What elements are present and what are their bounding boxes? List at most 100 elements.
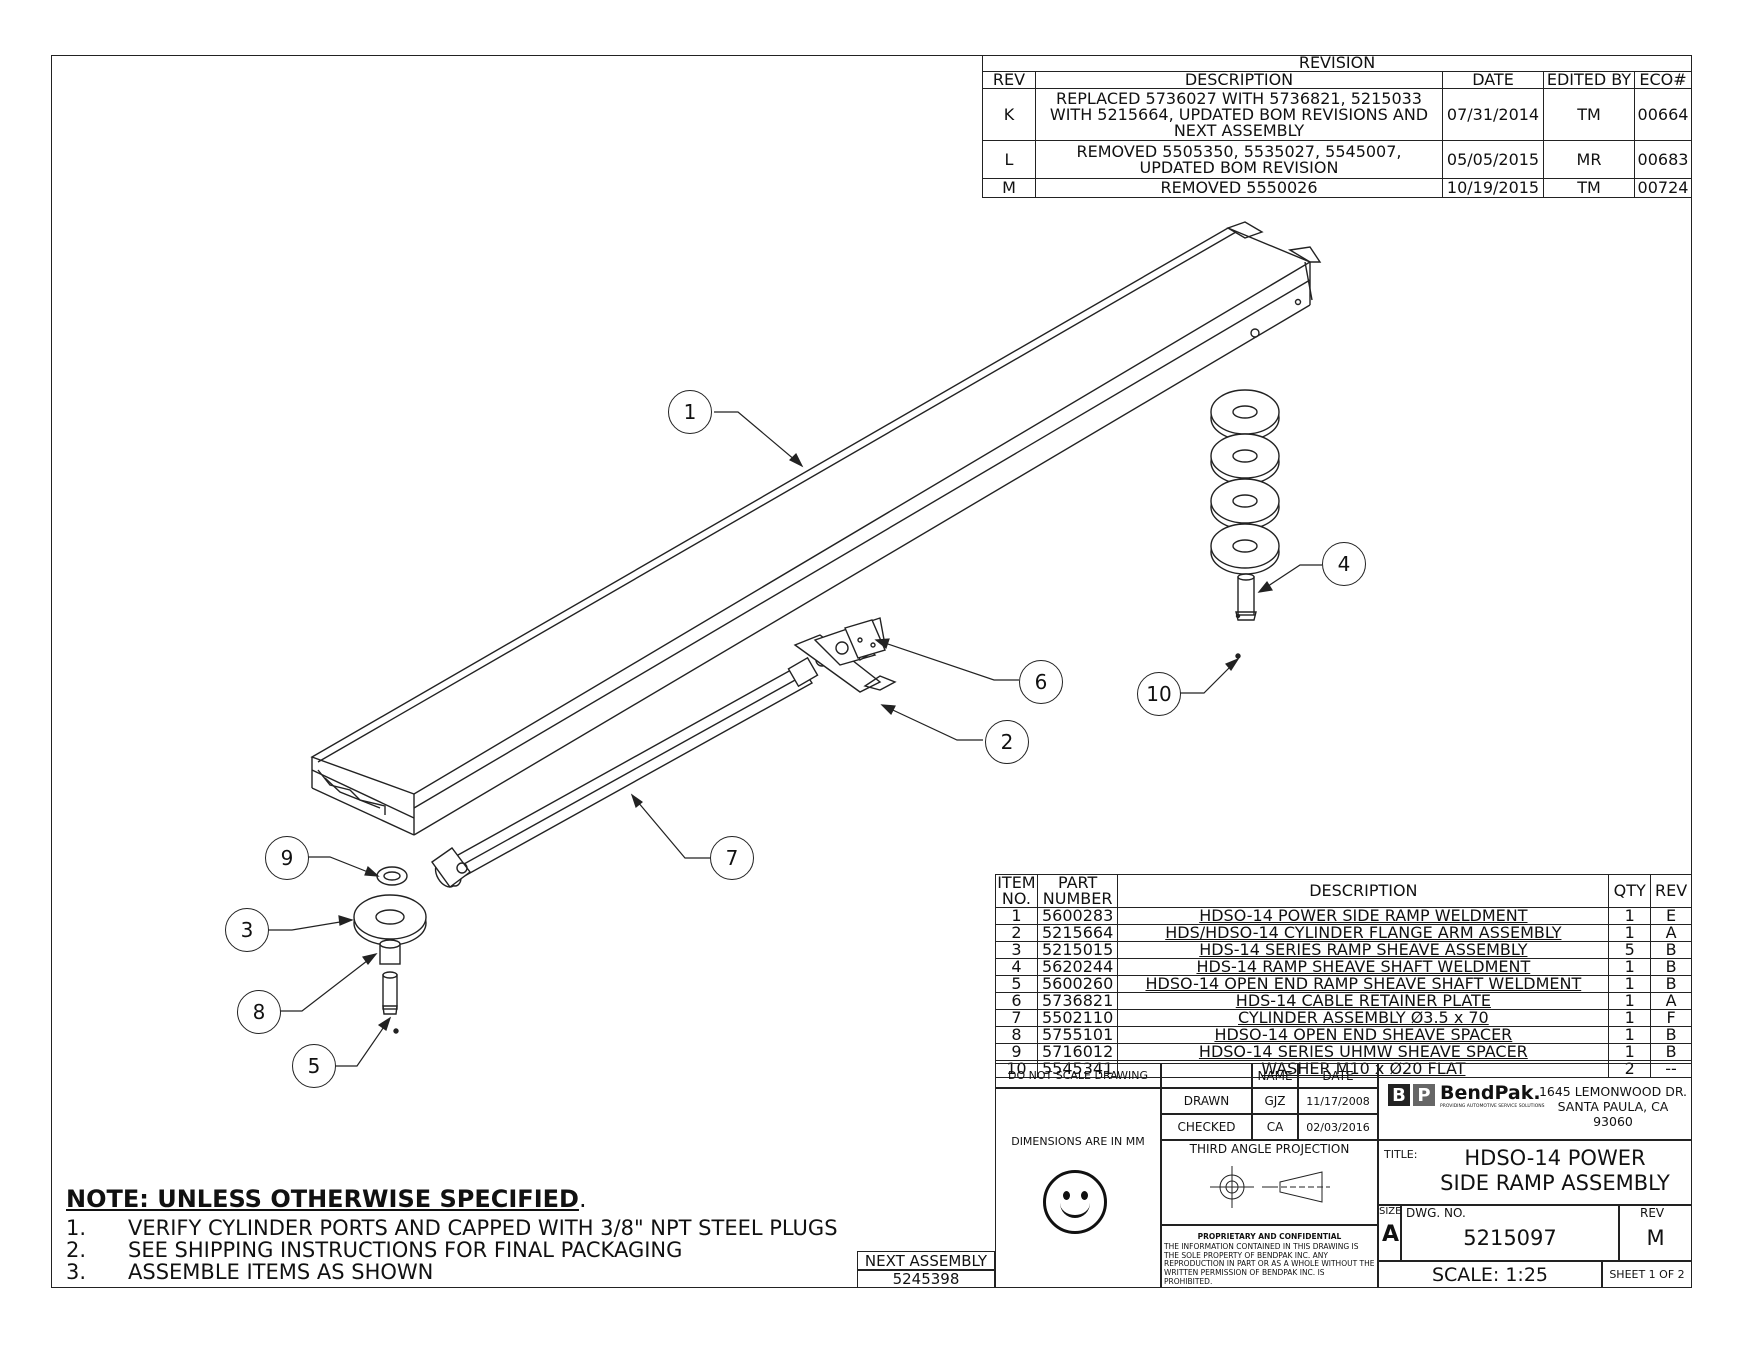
note-number: 1. xyxy=(66,1216,87,1240)
balloon-item-4: 4 xyxy=(1322,542,1366,586)
note-item: 1. VERIFY CYLINDER PORTS AND CAPPED WITH … xyxy=(66,1217,838,1239)
header-line: NO. xyxy=(1001,889,1031,908)
checked-name: CA xyxy=(1252,1114,1298,1140)
desc-cell: CYLINDER ASSEMBLY Ø3.5 x 70 xyxy=(1117,1009,1610,1027)
revision-row: L REMOVED 5505350, 5535027, 5545007,UPDA… xyxy=(982,140,1692,179)
rev-desc-line: REPLACED 5736027 WITH 5736821, 5215033 xyxy=(1056,88,1422,108)
eco-col-header: ECO# xyxy=(1634,71,1692,89)
rev-desc-line: WITH 5215664, UPDATED BOM REVISIONS AND xyxy=(1049,104,1429,124)
checked-label: CHECKED xyxy=(1161,1114,1252,1140)
rev-cell xyxy=(1619,1205,1692,1261)
revision-row: K REPLACED 5736027 WITH 5736821, 5215033… xyxy=(982,88,1692,141)
rev-date-cell: 10/19/2015 xyxy=(1442,178,1544,198)
open-end-parts xyxy=(353,866,427,1034)
smiley-face-icon xyxy=(1043,1170,1107,1234)
rev-editor-cell: TM xyxy=(1543,178,1635,198)
drawn-label: DRAWN xyxy=(1161,1088,1252,1114)
balloon-item-9: 9 xyxy=(265,836,309,880)
note-item: 2.SEE SHIPPING INSTRUCTIONS FOR FINAL PA… xyxy=(66,1239,838,1261)
revision-title: REVISION xyxy=(982,55,1692,72)
revision-row: M REMOVED 5550026 10/19/2015 TM 00724 xyxy=(982,178,1692,198)
rev-eco-cell: 00683 xyxy=(1634,140,1692,179)
rev-desc-line: UPDATED BOM REVISION xyxy=(1139,157,1339,177)
rev-eco-cell: 00664 xyxy=(1634,88,1692,141)
rev-cell: A xyxy=(1650,924,1692,942)
cylinder-assembly xyxy=(431,653,829,888)
proprietary-panel xyxy=(1161,1225,1378,1288)
company-address: 1645 LEMONWOOD DR. SANTA PAULA, CA 93060 xyxy=(1538,1084,1688,1129)
balloon-item-2: 2 xyxy=(985,720,1029,764)
item-cell: 4 xyxy=(995,958,1038,976)
part-cell: 5755101 xyxy=(1036,1026,1119,1044)
qty-cell: 1 xyxy=(1608,958,1652,976)
rev-cell: B xyxy=(1650,975,1692,993)
balloon-item-1: 1 xyxy=(668,390,712,434)
qty-cell: 1 xyxy=(1608,924,1652,942)
description-col-header: DESCRIPTION xyxy=(1117,874,1610,908)
balloon-label: 3 xyxy=(240,918,254,942)
notes-header: NOTE: UNLESS OTHERWISE SPECIFIED xyxy=(66,1185,579,1213)
rev-cell: B xyxy=(1650,958,1692,976)
note-text: SEE SHIPPING INSTRUCTIONS FOR FINAL PACK… xyxy=(128,1238,683,1262)
note-number: 3. xyxy=(66,1260,87,1284)
rev-cell: A xyxy=(1650,992,1692,1010)
rev-date-cell: 05/05/2015 xyxy=(1442,140,1544,179)
desc-cell: HDSO-14 POWER SIDE RAMP WELDMENT xyxy=(1117,907,1610,925)
item-cell: 10 xyxy=(995,1060,1038,1078)
date-col-header: DATE xyxy=(1442,71,1544,89)
qty-cell: 1 xyxy=(1608,975,1652,993)
item-cell: 6 xyxy=(995,992,1038,1010)
date-header: DATE xyxy=(1298,1063,1378,1088)
qty-cell: 1 xyxy=(1608,1043,1652,1061)
dimensions-panel xyxy=(995,1088,1161,1288)
item-cell: 1 xyxy=(995,907,1038,925)
qty-cell: 1 xyxy=(1608,1009,1652,1027)
company-panel xyxy=(1378,1063,1692,1140)
item-cell: 8 xyxy=(995,1026,1038,1044)
dimensions-note: DIMENSIONS ARE IN MM xyxy=(1011,1135,1145,1148)
size-label: SIZE xyxy=(1379,1206,1402,1217)
desc-cell: HDSO-14 SERIES UHMW SHEAVE SPACER xyxy=(1117,1043,1610,1061)
header-line: ITEM xyxy=(997,873,1036,892)
projection-panel xyxy=(1161,1140,1378,1225)
sheet-number: SHEET 1 OF 2 xyxy=(1602,1261,1692,1288)
rev-cell: M xyxy=(982,178,1036,198)
desc-cell: HDSO-14 OPEN END RAMP SHEAVE SHAFT WELDM… xyxy=(1117,975,1610,993)
title-label: TITLE: xyxy=(1384,1148,1418,1161)
rev-cell: L xyxy=(982,140,1036,179)
part-cell: 5600260 xyxy=(1036,975,1119,993)
item-cell: 5 xyxy=(995,975,1038,993)
next-assembly-label: NEXT ASSEMBLY xyxy=(857,1251,995,1270)
name-header: NAME xyxy=(1252,1063,1298,1088)
proprietary-text: THE INFORMATION CONTAINED IN THIS DRAWIN… xyxy=(1164,1242,1375,1286)
rev-col-header: REV xyxy=(1650,874,1692,908)
rev-cell: -- xyxy=(1650,1060,1692,1078)
title-panel xyxy=(1378,1140,1692,1205)
company-logo-text: BendPak. xyxy=(1440,1082,1541,1104)
balloon-label: 1 xyxy=(683,400,697,424)
dwg-label: DWG. NO. xyxy=(1406,1206,1466,1220)
next-assembly-value: 5245398 xyxy=(857,1270,995,1288)
checked-date: 02/03/2016 xyxy=(1298,1114,1378,1140)
balloon-label: 8 xyxy=(252,1000,266,1024)
title-line: SIDE RAMP ASSEMBLY xyxy=(1440,1171,1670,1195)
sheave-stack xyxy=(1210,389,1280,659)
item-cell: 9 xyxy=(995,1043,1038,1061)
balloon-label: 6 xyxy=(1034,670,1048,694)
rev-desc-cell: REMOVED 5505350, 5535027, 5545007,UPDATE… xyxy=(1035,140,1443,179)
desc-cell: HDSO-14 OPEN END SHEAVE SPACER xyxy=(1117,1026,1610,1044)
address-line: SANTA PAULA, CA 93060 xyxy=(1557,1099,1669,1129)
note-text: VERIFY CYLINDER PORTS AND CAPPED WITH 3/… xyxy=(128,1216,838,1240)
rev-desc-cell: REMOVED 5550026 xyxy=(1035,178,1443,198)
rev-date-cell: 07/31/2014 xyxy=(1442,88,1544,141)
balloon-label: 7 xyxy=(725,846,739,870)
qty-cell: 1 xyxy=(1608,1026,1652,1044)
